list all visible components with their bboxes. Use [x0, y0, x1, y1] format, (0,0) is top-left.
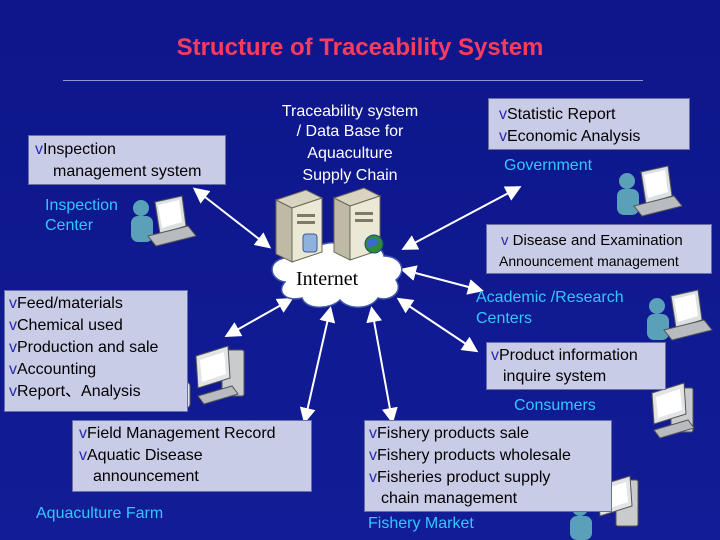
center-label-2: / Data Base for [296, 123, 404, 140]
consumers-item-1: vProduct information [491, 347, 638, 364]
desktop-icon-consumers [651, 382, 695, 439]
farm-bottom-item-3: announcement [93, 468, 199, 485]
farm-left-item-5: vReport、Analysis [9, 383, 141, 400]
server-icon-left [274, 189, 324, 263]
arrow-farm-left [224, 298, 294, 337]
government-label: Government [504, 157, 593, 174]
farm-left-item-4: vAccounting [9, 361, 97, 378]
farm-left-item-1: vFeed/materials [9, 295, 123, 312]
arrow-inspection [192, 187, 272, 249]
center-label-4: Supply Chain [302, 167, 398, 184]
government-item-2: vEconomic Analysis [499, 128, 641, 145]
government-item-1: vStatistic Report [499, 106, 616, 123]
laptop-icon-government [617, 165, 683, 217]
farm-left-item-3: vProduction and sale [9, 339, 159, 356]
server-icon-right [332, 187, 384, 261]
market-item-2: vFishery products wholesale [369, 447, 571, 464]
academic-label-1: Academic /Research [476, 289, 624, 306]
arrow-consumers [396, 297, 479, 353]
farm-bottom-label: Aquaculture Farm [36, 505, 164, 522]
academic-item-1: v Disease and Examination [501, 232, 683, 249]
inspection-center-label-1: Inspection [45, 197, 118, 214]
center-label-3: Aquaculture [307, 145, 393, 162]
inspection-center-label-2: Center [45, 217, 94, 234]
laptop-icon-academic [647, 289, 713, 341]
farm-bottom-item-2: vAquatic Disease [79, 447, 203, 464]
government-box: vStatistic Report vEconomic Analysis [488, 98, 690, 150]
inspection-item-2: management system [53, 163, 202, 180]
market-item-4: chain management [381, 490, 518, 507]
consumers-item-2: inquire system [503, 368, 607, 385]
academic-label-2: Centers [476, 310, 533, 327]
arrow-government [401, 186, 522, 250]
internet-label: Internet [296, 268, 359, 290]
farm-bottom-item-1: vField Management Record [79, 425, 276, 442]
arrow-academic [400, 265, 484, 295]
farm-left-item-2: vChemical used [9, 317, 123, 334]
market-box: vFishery products sale vFishery products… [364, 420, 612, 512]
academic-item-2: Announcement management [499, 253, 679, 269]
page-title: Structure of Traceability System [176, 34, 544, 61]
consumers-box: vProduct information inquire system [486, 342, 666, 390]
arrow-farm-bottom [299, 306, 336, 424]
farm-bottom-box: vField Management Record vAquatic Diseas… [72, 420, 312, 492]
consumers-label: Consumers [514, 397, 596, 414]
market-item-3: vFisheries product supply [369, 469, 551, 486]
market-item-1: vFishery products sale [369, 425, 530, 442]
title-divider [63, 80, 643, 81]
inspection-box: vInspection management system [28, 135, 226, 185]
farm-left-box: vFeed/materials vChemical used vProducti… [4, 290, 188, 412]
inspection-item-1: vInspection [35, 141, 116, 158]
center-label-1: Traceability system [281, 103, 419, 120]
academic-box: v Disease and Examination Announcement m… [486, 224, 712, 274]
laptop-icon-inspection [131, 195, 197, 247]
arrow-market [366, 306, 398, 424]
market-label: Fishery Market [368, 515, 474, 532]
